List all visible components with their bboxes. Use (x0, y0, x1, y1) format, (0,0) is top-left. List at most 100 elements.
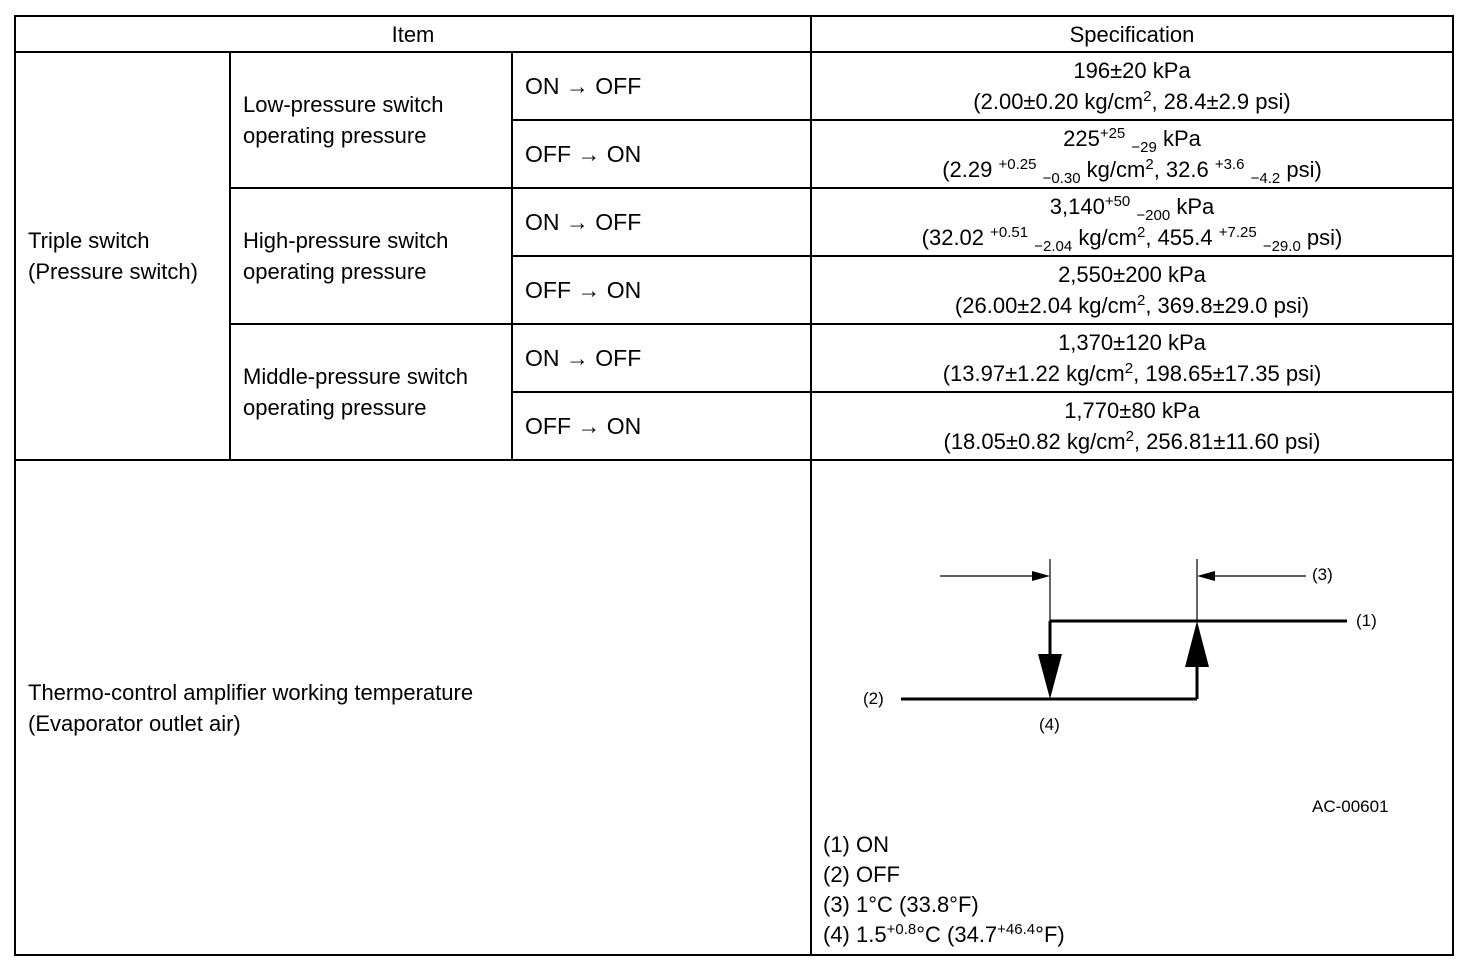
legend-item-on: (1) ON (823, 832, 889, 857)
spec-conversion-line: (2.00±0.20 kg/cm2, 28.4±2.9 psi) (973, 86, 1290, 117)
state-on-off: ON → OFF (525, 72, 642, 99)
spec-text: , 455.4 (1145, 225, 1219, 250)
column-divider (511, 51, 513, 461)
spec-superscript: +7.25 (1218, 224, 1257, 241)
spec-text: kg/cm (1080, 157, 1146, 182)
spec-conversion-line: (2.29 +0.25 −0.30 kg/cm2, 32.6 +3.6 −4.2… (942, 154, 1322, 187)
spec-subscript: −29.0 (1262, 238, 1301, 255)
header-specification-cell: Specification (812, 17, 1452, 51)
row-divider (230, 187, 1454, 189)
row-divider (14, 459, 1454, 461)
label-3: (3) (1312, 565, 1333, 584)
thermo-control-label: Thermo-control amplifier working tempera… (28, 679, 474, 705)
row-divider (230, 323, 1454, 325)
header-specification: Specification (1069, 21, 1195, 47)
label-4: (4) (1039, 715, 1060, 734)
state-cell: ON → OFF (513, 189, 810, 255)
thermo-control-cell: Thermo-control amplifier working tempera… (16, 461, 810, 954)
state-on-off: ON → OFF (525, 344, 642, 371)
state-on-off: ON → OFF (525, 208, 642, 235)
spec-value-line: 1,770±80 kPa (1064, 395, 1200, 426)
triple-switch-label: Triple switch (28, 228, 150, 253)
spec-kpa: 1,370±120 kPa (1058, 330, 1206, 355)
thermo-control-sublabel: (Evaporator outlet air) (28, 710, 241, 736)
spec-subscript: −4.2 (1250, 170, 1281, 187)
spec-low-on-off: 196±20 kPa (2.00±0.20 kg/cm2, 28.4±2.9 p… (812, 53, 1452, 119)
spec-text: kPa (1170, 194, 1215, 219)
spec-text: (2.29 (942, 157, 999, 182)
figure-id: AC-00601 (1312, 797, 1389, 816)
down-arrowhead (1038, 654, 1062, 699)
spec-conversion-line: (32.02 +0.51 −2.04 kg/cm2, 455.4 +7.25 −… (921, 222, 1343, 255)
spec-high-on-off: 3,140+50 −200 kPa (32.02 +0.51 −2.04 kg/… (812, 189, 1452, 255)
legend-text: °F) (1035, 922, 1065, 947)
spec-text: kPa (1156, 126, 1201, 151)
low-pressure-sublabel: operating pressure (243, 123, 427, 148)
spec-kpa: 1,770±80 kPa (1064, 398, 1200, 423)
label-2: (2) (863, 689, 884, 708)
spec-text: (2.00±0.20 kg/cm (973, 89, 1144, 114)
spec-text: 225 (1063, 126, 1100, 151)
spec-superscript: 2 (1124, 360, 1134, 377)
diagram-legend: (1) ON (2) OFF (3) 1°C (33.8°F) (4) 1.5+… (823, 830, 1065, 950)
table-border-top (14, 15, 1454, 17)
legend-item-temperature: (4) 1.5+0.8°C (34.7+46.4°F) (823, 920, 1065, 950)
legend-item-off: (2) OFF (823, 862, 900, 887)
spec-text: , 28.4±2.9 psi) (1151, 89, 1291, 114)
table-border-bottom (14, 954, 1454, 956)
spec-text: , 369.8±29.0 psi) (1145, 293, 1310, 318)
spec-mid-off-on: 1,770±80 kPa (18.05±0.82 kg/cm2, 256.81±… (812, 393, 1452, 459)
spec-superscript: 2 (1143, 88, 1152, 105)
spec-conversion-line: (13.97±1.22 kg/cm2, 198.65±17.35 psi) (943, 358, 1322, 389)
dimension-arrowhead-left (1197, 571, 1215, 581)
spec-text: (32.02 (921, 225, 991, 250)
spec-superscript: +0.51 (990, 224, 1029, 241)
row-divider (511, 391, 1454, 393)
state-cell: ON → OFF (513, 325, 810, 391)
column-divider (229, 51, 231, 461)
header-item: Item (391, 21, 435, 47)
spec-text: , 32.6 (1153, 157, 1215, 182)
legend-item-dimension: (3) 1°C (33.8°F) (823, 892, 979, 917)
middle-pressure-sublabel: operating pressure (243, 395, 427, 420)
spec-superscript: +3.6 (1214, 156, 1245, 173)
spec-value-line: 1,370±120 kPa (1058, 327, 1206, 358)
spec-conversion-line: (18.05±0.82 kg/cm2, 256.81±11.60 psi) (944, 426, 1321, 457)
spec-value-line: 196±20 kPa (1073, 55, 1190, 86)
header-divider (14, 51, 1454, 53)
spec-text: psi) (1300, 225, 1343, 250)
header-item-cell: Item (16, 17, 810, 51)
state-cell: ON → OFF (513, 53, 810, 119)
hysteresis-diagram: (3) (1) (2) (4) AC-00601 (863, 559, 1389, 816)
spec-superscript: 2 (1125, 428, 1134, 445)
column-divider (810, 15, 812, 956)
table-border-right (1452, 15, 1454, 956)
row-divider (511, 119, 1454, 121)
dimension-arrowhead-right (1032, 571, 1050, 581)
spec-text: , 256.81±11.60 psi) (1133, 429, 1321, 454)
label-1: (1) (1356, 611, 1377, 630)
spec-conversion-line: (26.00±2.04 kg/cm2, 369.8±29.0 psi) (955, 290, 1309, 321)
spec-text: , 198.65±17.35 psi) (1133, 361, 1322, 386)
spec-text: (26.00±2.04 kg/cm (954, 293, 1137, 318)
spec-high-off-on: 2,550±200 kPa (26.00±2.04 kg/cm2, 369.8±… (812, 257, 1452, 323)
row-divider (511, 255, 1454, 257)
spec-superscript: +0.25 (998, 156, 1037, 173)
spec-text: kg/cm (1072, 225, 1137, 250)
spec-text: (18.05±0.82 kg/cm (943, 429, 1126, 454)
spec-low-off-on: 225+25 −29 kPa (2.29 +0.25 −0.30 kg/cm2,… (812, 121, 1452, 187)
state-cell: OFF → ON (513, 257, 810, 323)
spec-text: psi) (1280, 157, 1322, 182)
spec-superscript: 2 (1136, 292, 1146, 309)
spec-value-line: 3,140+50 −200 kPa (1050, 191, 1215, 224)
spec-subscript: −200 (1136, 207, 1171, 224)
spec-superscript: 2 (1137, 224, 1146, 241)
spec-subscript: −0.30 (1042, 170, 1081, 187)
spec-subscript: −29 (1131, 139, 1157, 156)
legend-text: °C (34.7 (916, 922, 998, 947)
legend-superscript: +46.4 (997, 921, 1036, 938)
triple-switch-cell: Triple switch (Pressure switch) (16, 53, 229, 459)
spec-text: (13.97±1.22 kg/cm (942, 361, 1125, 386)
low-pressure-label: Low-pressure switch (243, 92, 444, 117)
legend-superscript: +0.8 (886, 921, 917, 938)
